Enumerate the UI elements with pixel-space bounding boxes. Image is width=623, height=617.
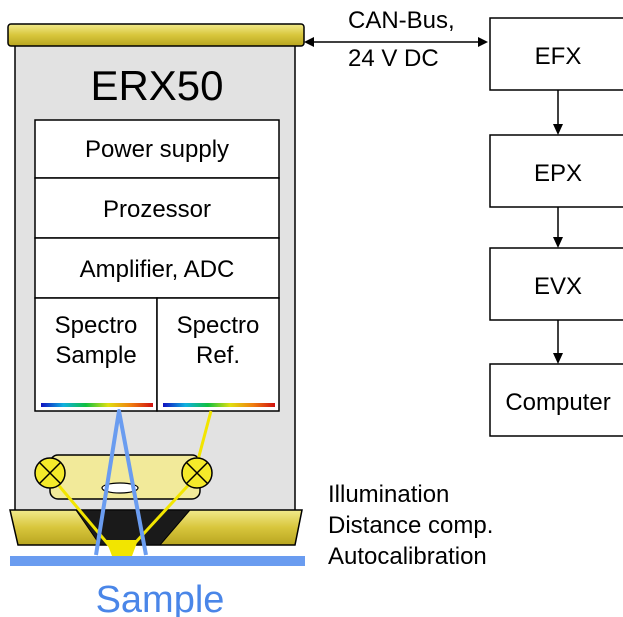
spectro-ref-rainbow bbox=[163, 403, 275, 407]
spectro-sample-box bbox=[34, 297, 158, 412]
spectro-sample-label-line2: Sample bbox=[55, 342, 136, 369]
evx-label: EVX bbox=[534, 273, 582, 300]
note-autocalibration: Autocalibration bbox=[328, 543, 487, 570]
epx-label: EPX bbox=[534, 160, 582, 187]
bus-label-line1: CAN-Bus, bbox=[348, 7, 455, 34]
chain-arrow-epx-evx bbox=[553, 207, 563, 248]
computer-box bbox=[489, 363, 623, 437]
module-processor bbox=[34, 177, 280, 239]
ref-fiber bbox=[196, 410, 213, 461]
chain-arrow-evx-computer bbox=[553, 320, 563, 364]
lamp-left bbox=[34, 457, 66, 489]
lamp-right bbox=[181, 457, 213, 489]
module-label-amplifier-adc: Amplifier, ADC bbox=[80, 256, 235, 283]
evx-box bbox=[489, 247, 623, 321]
module-label-processor: Prozessor bbox=[103, 196, 211, 223]
spectro-sample-rainbow bbox=[41, 403, 153, 407]
device-title: ERX50 bbox=[90, 62, 223, 109]
module-label-power-supply: Power supply bbox=[85, 136, 229, 163]
computer-label: Computer bbox=[505, 389, 610, 416]
chain-arrow-efx-epx bbox=[553, 90, 563, 135]
efx-label: EFX bbox=[535, 43, 582, 70]
module-stack: Power supply Prozessor Amplifier, ADC Sp… bbox=[34, 119, 280, 412]
note-distance-comp: Distance comp. bbox=[328, 512, 493, 539]
epx-box bbox=[489, 134, 623, 208]
lens bbox=[101, 482, 139, 494]
top-cap bbox=[7, 23, 305, 47]
bus-label-line2: 24 V DC bbox=[348, 45, 439, 72]
sample-label: Sample bbox=[96, 579, 225, 617]
spectro-sample-label-line1: Spectro bbox=[55, 312, 138, 339]
can-bus-connection bbox=[304, 37, 488, 47]
sample-light-path bbox=[94, 409, 148, 556]
module-power-supply bbox=[34, 119, 280, 179]
note-illumination: Illumination bbox=[328, 481, 449, 508]
spectro-ref-box bbox=[156, 297, 280, 412]
light-beams bbox=[48, 474, 197, 558]
optical-window bbox=[75, 509, 192, 546]
spectro-ref-label-line2: Ref. bbox=[196, 342, 240, 369]
efx-box bbox=[489, 17, 623, 91]
module-amplifier-adc bbox=[34, 237, 280, 299]
spectro-ref-label-line1: Spectro bbox=[177, 312, 260, 339]
sample-surface bbox=[10, 556, 305, 566]
